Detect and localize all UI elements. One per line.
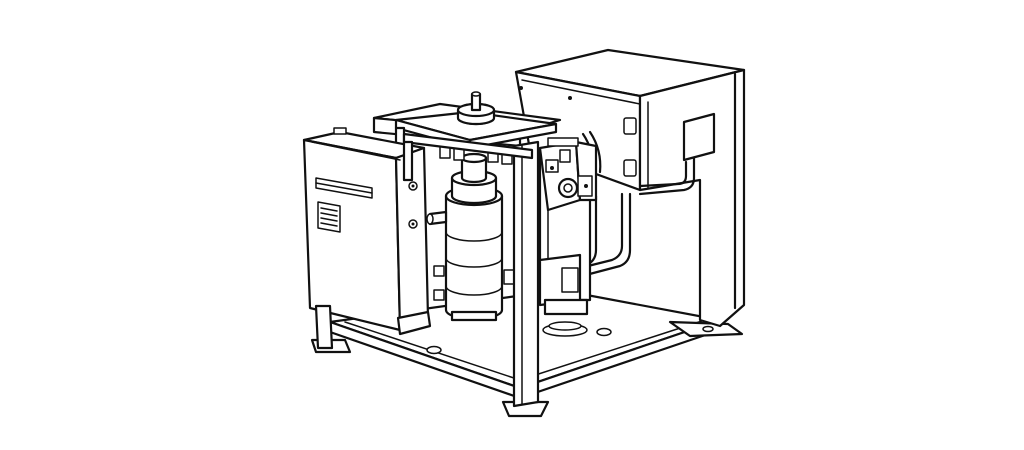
pump-cylinder [426, 152, 517, 322]
control-panel [302, 127, 432, 336]
vent-grille [317, 201, 341, 233]
valve-block [439, 137, 598, 212]
corner-legs [314, 132, 540, 408]
piping [578, 130, 696, 278]
